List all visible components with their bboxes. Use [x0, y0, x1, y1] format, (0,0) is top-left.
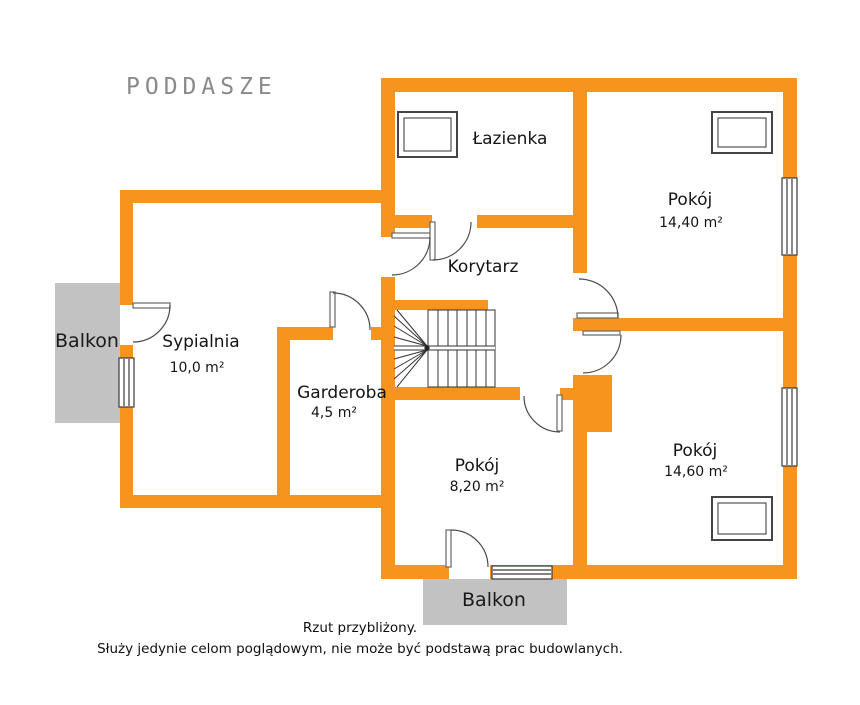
pokoj-s-door-arc: [523, 395, 561, 433]
room-label-pokoj-ne: Pokój: [667, 190, 713, 210]
pokoj-s-door-leaf: [556, 394, 563, 432]
disclaimer-line-1: Rzut przybliżony.: [302, 620, 418, 636]
sypialnia-door-arc: [391, 236, 431, 276]
balcony-left-label: Balkon: [55, 330, 119, 352]
room-area-pokoj-ne: 14,40 m²: [659, 215, 723, 231]
pokoj-ne-door-leaf: [576, 312, 619, 319]
balcony-bottom-door-leaf: [445, 529, 452, 568]
room-label-lazienka: Łazienka: [472, 129, 548, 149]
pokoj-ne-door-arc: [578, 278, 619, 319]
window-right-se: [781, 387, 798, 467]
garderoba-door-arc: [332, 292, 371, 331]
roof-window-pokoj-ne: [711, 111, 773, 154]
balcony-left-shape: [55, 283, 120, 423]
room-area-pokoj-s: 8,20 m²: [449, 479, 505, 495]
lazienka-door-leaf: [429, 221, 436, 261]
pokoj-se-door-arc: [582, 334, 622, 374]
roof-windows: [397, 111, 773, 541]
room-area-pokoj-se: 14,60 m²: [664, 464, 728, 480]
roof-window-pokoj-se: [711, 496, 773, 541]
room-label-sypialnia: Sypialnia: [162, 332, 240, 352]
stairs-icon: [393, 309, 496, 388]
garderoba-door-leaf: [329, 291, 336, 328]
walls: [120, 78, 797, 579]
balcony-bottom-shape: [423, 579, 567, 625]
room-label-korytarz: Korytarz: [447, 257, 519, 277]
door-arcs: [132, 221, 622, 568]
room-label-pokoj-s: Pokój: [454, 456, 500, 476]
window-right-ne: [781, 177, 798, 256]
roof-window-lazienka: [397, 111, 458, 158]
sypialnia-door-leaf: [391, 232, 431, 239]
disclaimer: Rzut przybliżony. Służy jedynie celom po…: [40, 618, 680, 660]
lazienka-door-arc: [432, 221, 472, 261]
door-leaves: [132, 221, 621, 568]
disclaimer-line-2: Służy jedynie celom poglądowym, nie może…: [97, 640, 623, 657]
plan-title: PODDASZE: [126, 74, 277, 100]
pokoj-se-door-leaf: [582, 330, 621, 336]
windows: [118, 177, 798, 580]
balcony-bottom-label: Balkon: [462, 589, 526, 611]
room-label-garderoba: Garderoba: [297, 383, 387, 403]
chimney: [573, 375, 612, 432]
window-left: [118, 357, 135, 408]
balcony-left-door-arc: [132, 304, 171, 343]
room-area-sypialnia: 10,0 m²: [169, 360, 225, 376]
balcony-bottom-door-arc: [450, 529, 489, 568]
balcony-left-door-leaf: [132, 302, 171, 309]
window-bottom: [491, 565, 553, 580]
room-area-garderoba: 4,5 m²: [311, 405, 357, 421]
room-label-pokoj-se: Pokój: [672, 441, 718, 461]
